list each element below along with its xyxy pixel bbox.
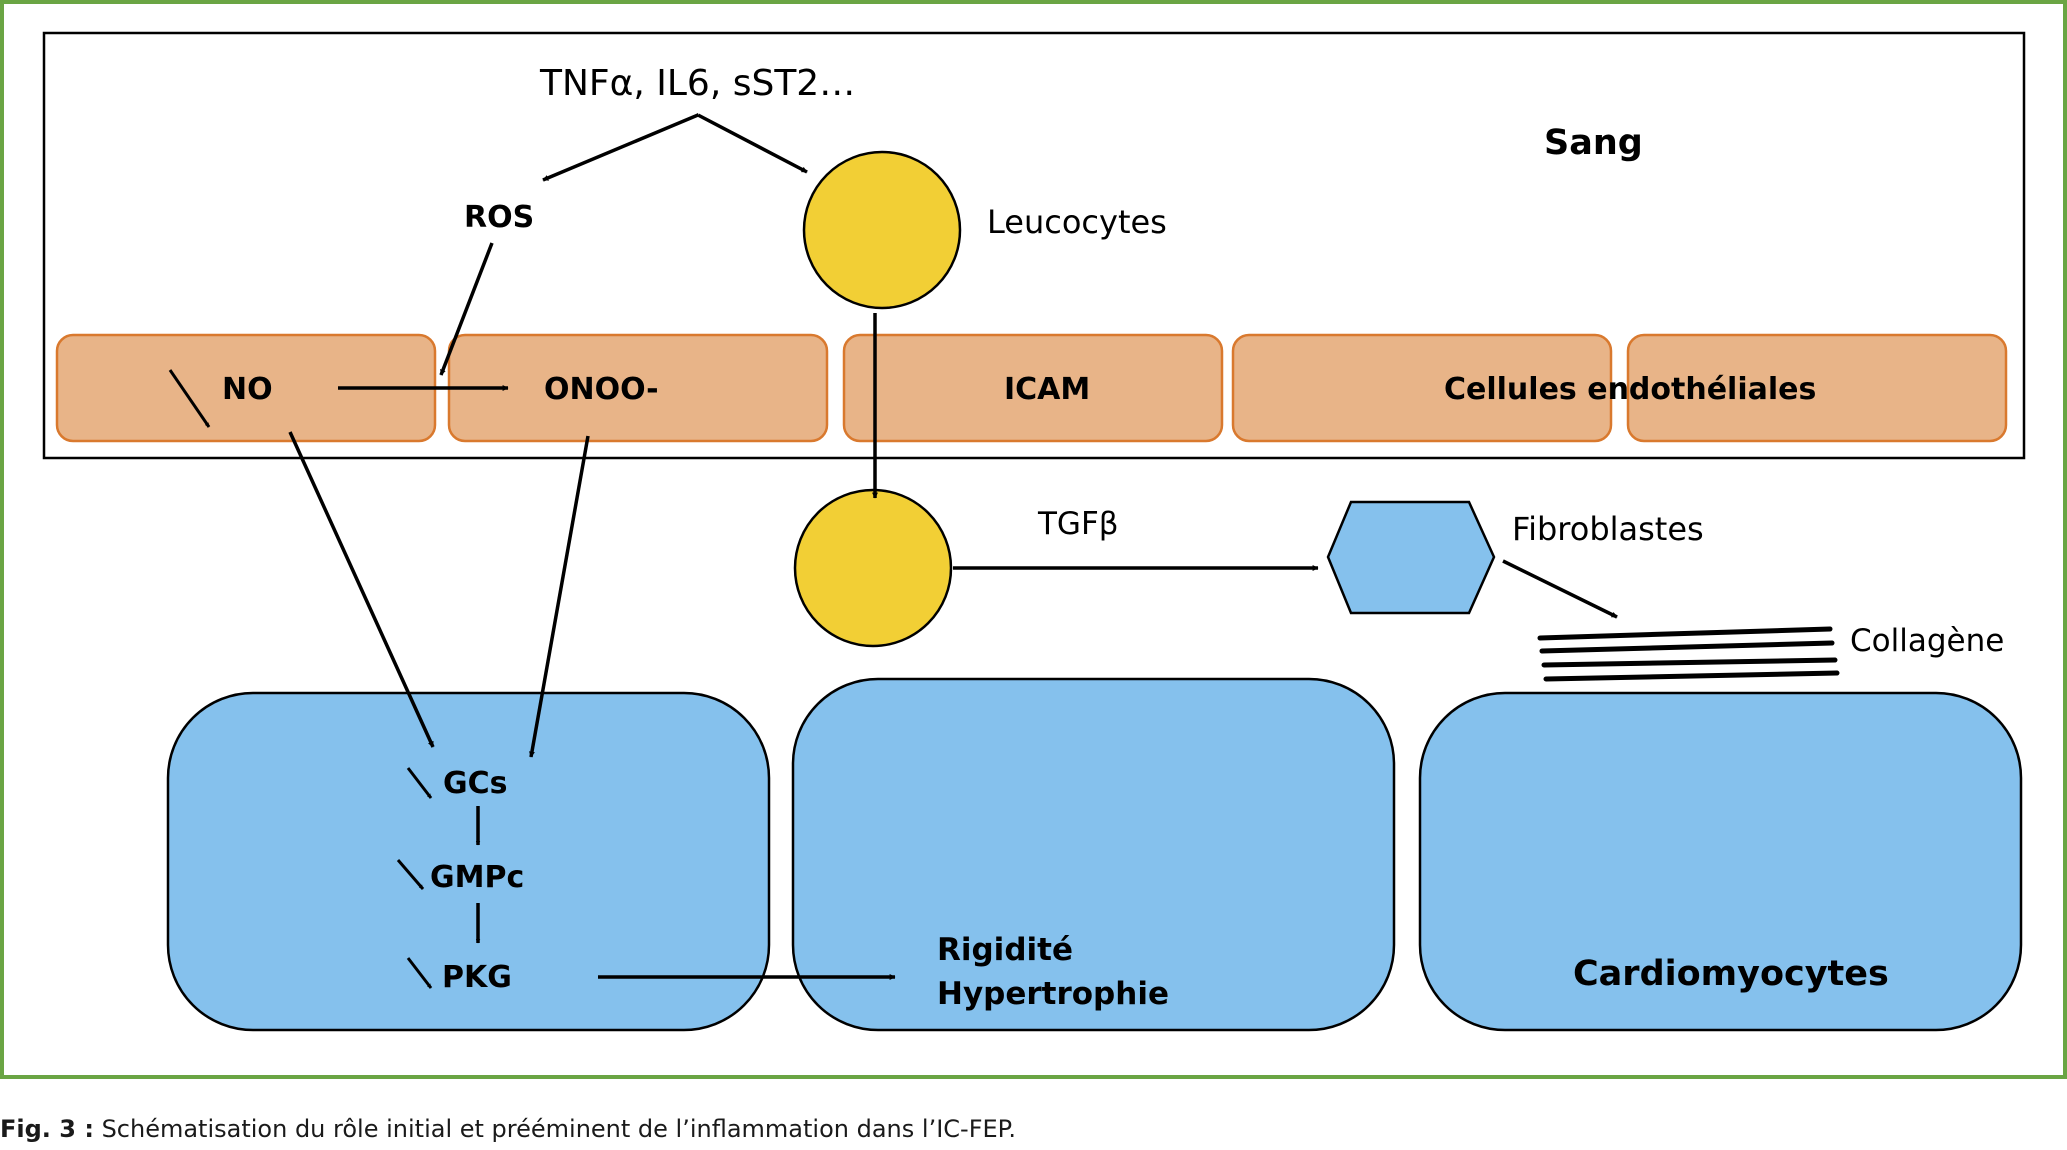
onoo-label: ONOO- — [544, 372, 659, 407]
decrease-pkg-icon — [406, 957, 433, 989]
pkg-label: PKG — [442, 960, 512, 995]
endothelial-box-cells-2 — [1626, 333, 2008, 443]
arrow-cytokines-to-ros — [542, 113, 699, 182]
cardiomyocyte-cell-left — [166, 691, 771, 1032]
gmpc-label: GMPc — [430, 860, 524, 895]
endothelial-box-icam — [842, 333, 1224, 443]
gcs-label: GCs — [443, 766, 508, 801]
no-label: NO — [222, 372, 273, 407]
caption-text: Schématisation du rôle initial et préémi… — [93, 1115, 1017, 1143]
fibroblastes-label: Fibroblastes — [1512, 510, 1704, 548]
endothelial-box-cells-1 — [1231, 333, 1613, 443]
endothelial-cells-label: Cellules endothéliales — [1444, 372, 1816, 407]
arrows — [288, 113, 1618, 980]
cardiomyocytes-label: Cardiomyocytes — [1573, 954, 1889, 994]
decrease-indicators — [168, 369, 433, 989]
decrease-gmpc-icon — [396, 859, 425, 890]
arrow-fibroblast-to-collagen — [1502, 559, 1618, 619]
tgfb-label: TGFβ — [1037, 506, 1119, 542]
cardiomyocyte-cell-right — [1418, 691, 2023, 1032]
figure-caption: Fig. 3 : Schématisation du rôle initial … — [0, 1115, 1016, 1143]
region-label-sang: Sang — [1544, 123, 1643, 163]
caption-label: Fig. 3 : — [0, 1115, 94, 1143]
effect-hypertrophie-label: Hypertrophie — [937, 976, 1169, 1012]
cardiomyocyte-cell-middle — [791, 677, 1396, 1032]
fibroblast-hexagon — [1326, 500, 1496, 615]
leucocytes-label: Leucocytes — [987, 203, 1167, 241]
arrow-onoo-to-gcs — [528, 435, 590, 758]
cytokines-label: TNFα, IL6, sST2… — [539, 63, 855, 104]
arrow-no-to-gcs — [288, 431, 435, 748]
leucocyte-tissue — [793, 488, 953, 648]
decrease-no-icon — [168, 369, 211, 428]
arrow-ros-to-onoo — [439, 242, 494, 376]
effect-rigidite-label: Rigidité — [937, 932, 1073, 968]
icam-label: ICAM — [1004, 372, 1090, 407]
leucocyte-blood — [802, 150, 962, 310]
collagene-label: Collagène — [1850, 623, 2004, 659]
collagen-fibres — [1537, 626, 1840, 682]
ros-label: ROS — [464, 200, 534, 235]
arrow-cytokines-split — [697, 113, 808, 174]
decrease-gcs-icon — [406, 767, 433, 799]
figure-frame — [0, 0, 2067, 1079]
